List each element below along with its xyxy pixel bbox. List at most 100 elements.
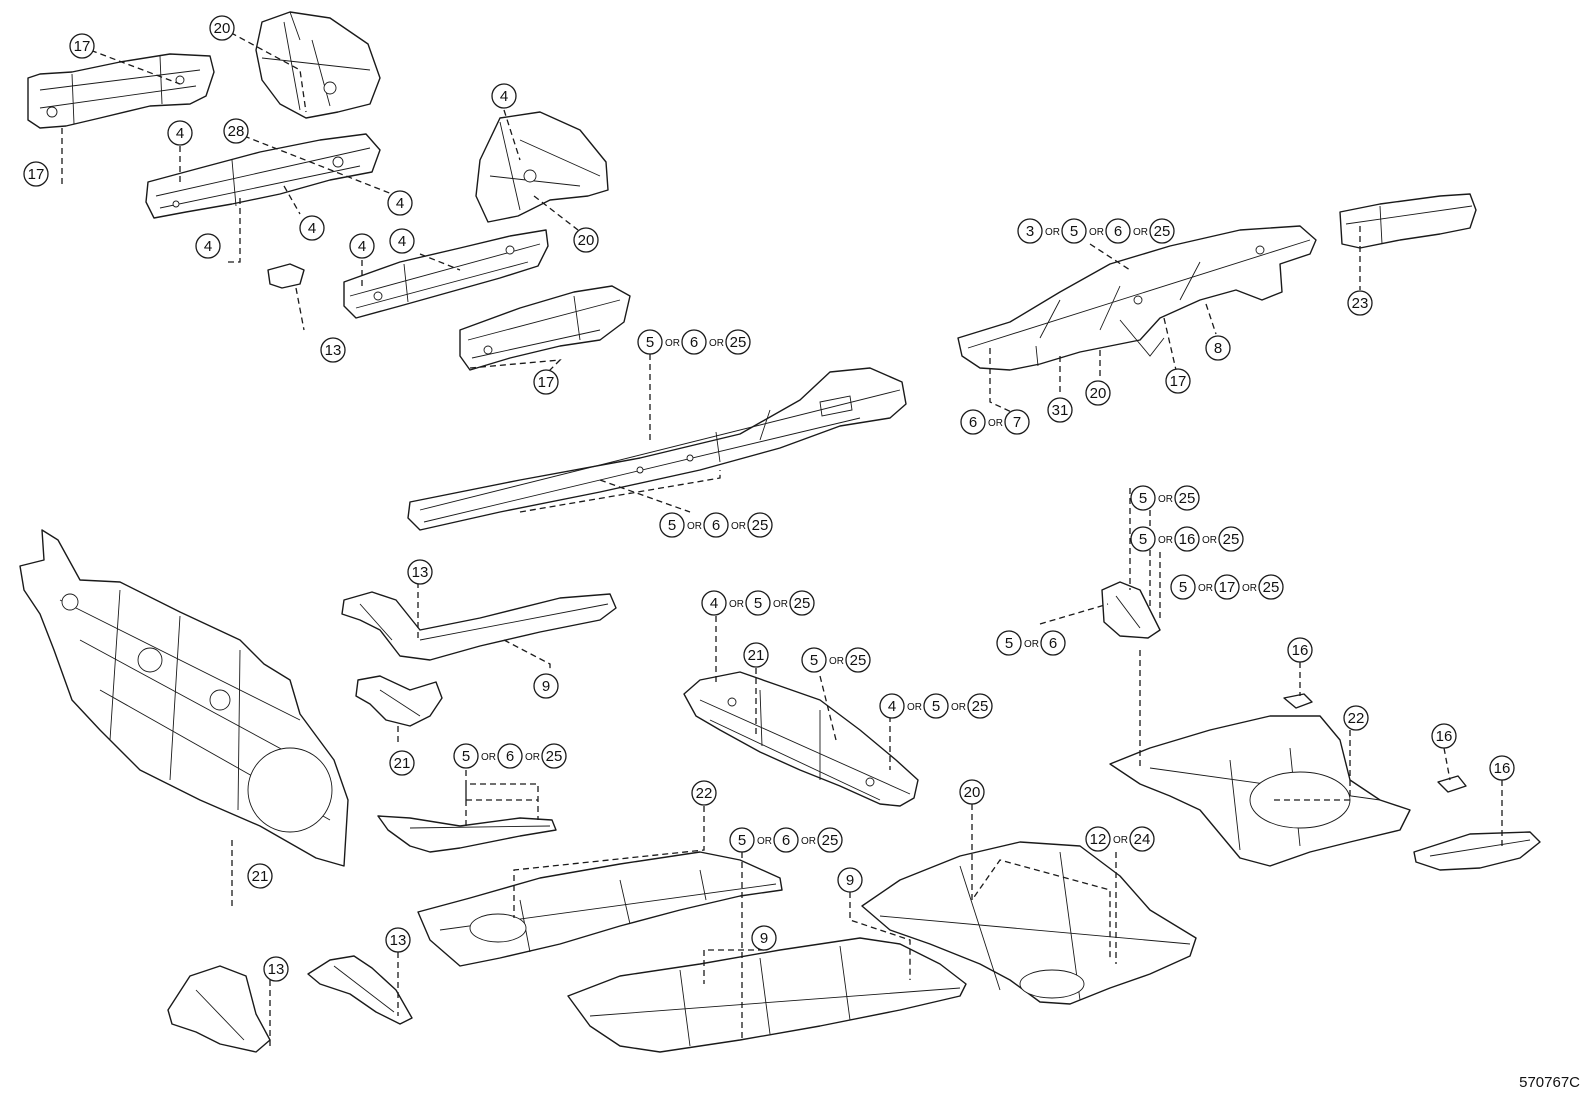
callout-circle [637, 329, 663, 355]
part-number-label: 4 [204, 238, 212, 255]
callout-circle [1347, 290, 1373, 316]
callout-8: 8 [1205, 335, 1231, 361]
part-number-label: 23 [1352, 295, 1369, 312]
part-small-bracket [267, 263, 305, 289]
or-word: OR [525, 752, 540, 763]
part-number-label: 25 [794, 595, 811, 612]
callout-circle [23, 161, 49, 187]
callout-circle [385, 927, 411, 953]
part-number-label: 24 [1134, 831, 1151, 848]
part-rocker-inner [341, 591, 617, 661]
callout-circle [681, 329, 707, 355]
callout-circle [701, 590, 727, 616]
part-number-label: 17 [28, 166, 45, 183]
or-word: OR [801, 836, 816, 847]
callout-circle [923, 693, 949, 719]
callout-circle [1047, 397, 1073, 423]
part-number-label: 5 [1005, 635, 1013, 652]
callout-21: 21 [247, 863, 273, 889]
part-floor-side-member [407, 367, 907, 531]
part-number-label: 12 [1090, 831, 1107, 848]
callout-circle [1170, 574, 1196, 600]
callout-17: 17 [533, 369, 559, 395]
part-number-label: 17 [1219, 579, 1236, 596]
callout-21: 21 [389, 750, 415, 776]
callout-circle [533, 369, 559, 395]
part-front-side-member-lower [343, 229, 549, 319]
figure-code: 570767C [1519, 1074, 1580, 1091]
part-lower-pillar-b [307, 955, 413, 1025]
part-number-label: 5 [754, 595, 762, 612]
part-number-label: 9 [846, 872, 854, 889]
part-number-label: 4 [308, 220, 316, 237]
or-word: OR [1089, 227, 1104, 238]
part-number-label: 4 [396, 195, 404, 212]
callout-circle [1130, 485, 1156, 511]
callout-4: 4 [195, 233, 221, 259]
part-lower-pillar-a [167, 965, 271, 1053]
callout-circle [1258, 574, 1284, 600]
part-number-label: 25 [546, 748, 563, 765]
callout-circle [497, 743, 523, 769]
part-number-label: 4 [500, 88, 508, 105]
part-front-floor-pan [417, 851, 783, 967]
callout-31: 31 [1047, 397, 1073, 423]
part-rocker-extension [377, 815, 557, 853]
or-word: OR [757, 836, 772, 847]
part-number-label: 21 [252, 868, 269, 885]
callout-circle [1165, 368, 1191, 394]
part-number-label: 17 [74, 38, 91, 55]
part-number-label: 5 [646, 334, 654, 351]
callout-4: 4 [387, 190, 413, 216]
callout-20: 20 [1085, 380, 1111, 406]
part-number-label: 5 [668, 517, 676, 534]
part-number-label: 4 [176, 125, 184, 142]
part-floor-crossmember-center [683, 671, 919, 807]
part-number-label: 5 [462, 748, 470, 765]
callout-13: 13 [385, 927, 411, 953]
callout-4: 4 [299, 215, 325, 241]
callout-22: 22 [691, 780, 717, 806]
callout-20: 20 [959, 779, 985, 805]
callout-circle [407, 559, 433, 585]
part-number-label: 20 [578, 232, 595, 249]
part-number-label: 9 [760, 930, 768, 947]
or-word: OR [481, 752, 496, 763]
callout-circle [1105, 218, 1131, 244]
callout-4: 4 [349, 233, 375, 259]
part-number-label: 20 [1090, 385, 1107, 402]
callout-circle [1287, 637, 1313, 663]
part-number-label: 25 [1263, 579, 1280, 596]
callout-circle [387, 190, 413, 216]
part-number-label: 4 [888, 698, 896, 715]
callout-circle [1130, 526, 1156, 552]
callout-4: 4 [491, 83, 517, 109]
callout-circle [725, 329, 751, 355]
callout-circle [743, 642, 769, 668]
part-number-label: 4 [710, 595, 718, 612]
callout-circle [533, 673, 559, 699]
callout-circle [1431, 723, 1457, 749]
part-number-label: 13 [268, 961, 285, 978]
callout-circle [263, 956, 289, 982]
part-number-label: 5 [1139, 531, 1147, 548]
callout-circle [659, 512, 685, 538]
callout-circle [745, 590, 771, 616]
callout-circle [1004, 409, 1030, 435]
part-number-label: 31 [1052, 402, 1069, 419]
part-number-label: 6 [969, 414, 977, 431]
part-number-label: 25 [972, 698, 989, 715]
or-word: OR [907, 702, 922, 713]
part-number-label: 16 [1436, 728, 1453, 745]
callout-circle [1343, 705, 1369, 731]
callout-17: 17 [23, 161, 49, 187]
part-number-label: 6 [1049, 635, 1057, 652]
